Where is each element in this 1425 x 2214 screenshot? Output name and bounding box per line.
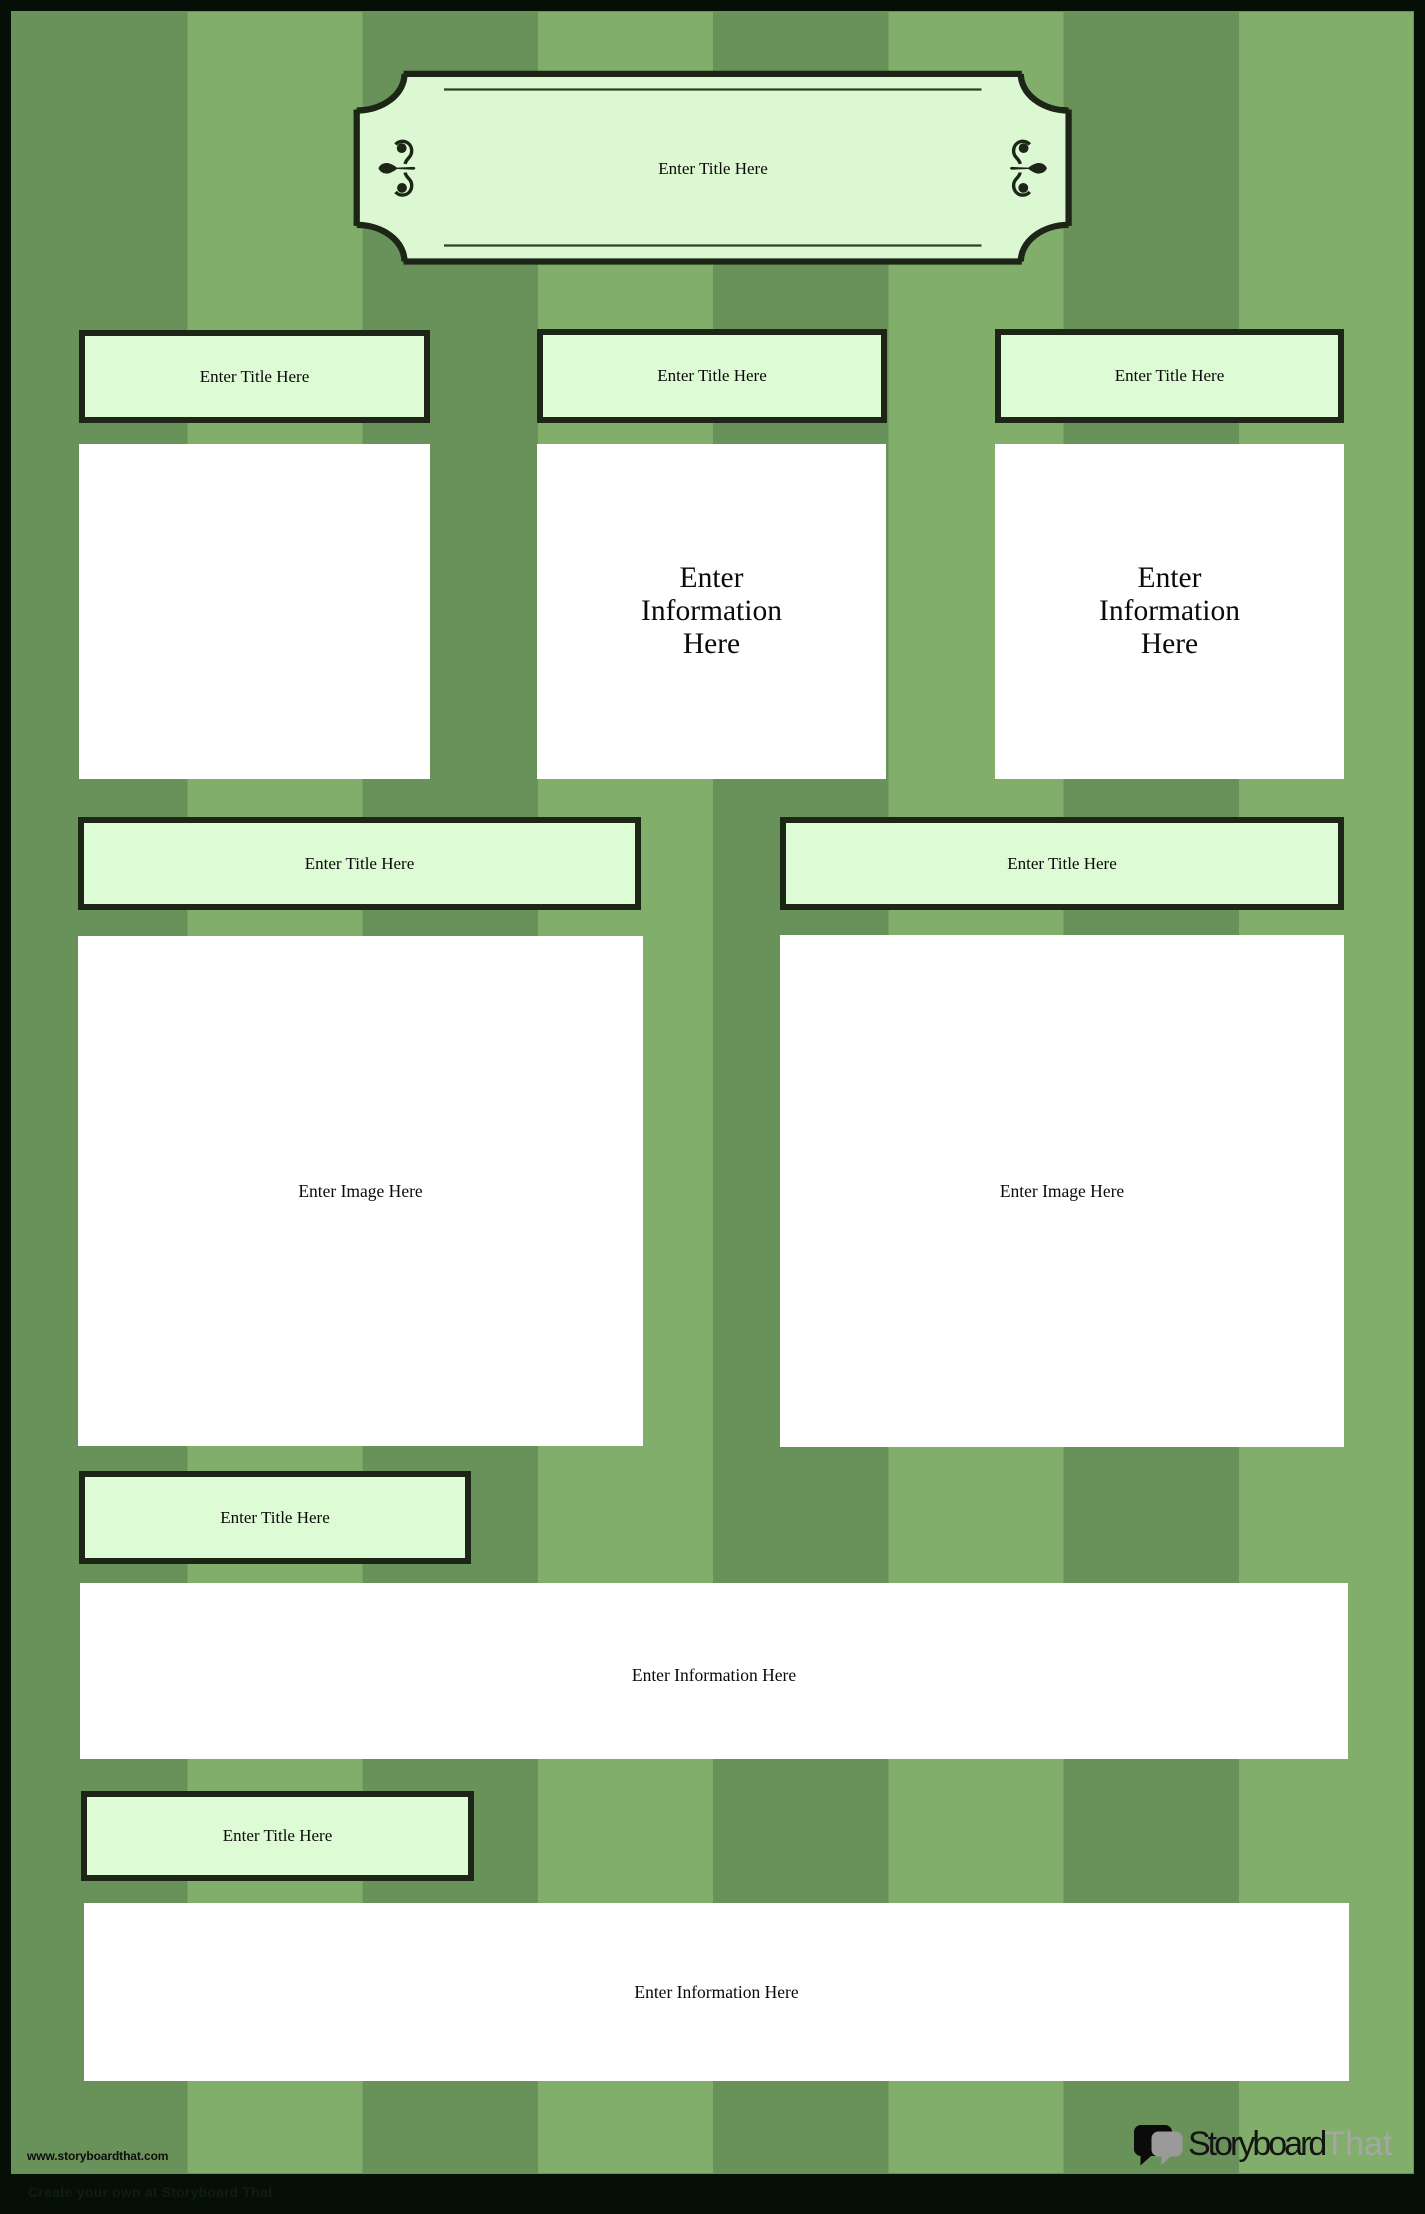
svg-text:Enter Title Here: Enter Title Here — [658, 159, 768, 178]
svg-text:StoryboardThat: StoryboardThat — [1188, 2125, 1393, 2163]
